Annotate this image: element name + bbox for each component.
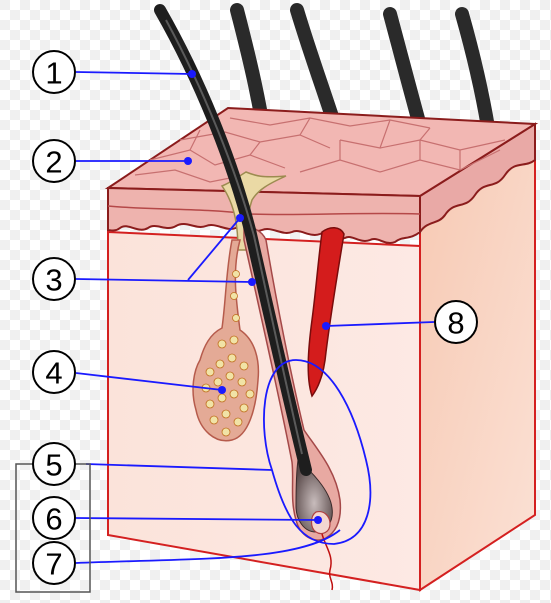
- callout-4-label: 4: [45, 356, 62, 391]
- callout-2: 2: [33, 140, 75, 182]
- callout-6-label: 6: [45, 502, 62, 537]
- callout-4: 4: [33, 351, 75, 393]
- callout-7: 7: [33, 542, 75, 584]
- callout-7-label: 7: [45, 547, 62, 582]
- callout-5: 5: [33, 443, 75, 485]
- callout-1: 1: [33, 51, 75, 93]
- callout-3: 3: [33, 258, 75, 300]
- callout-3-label: 3: [45, 263, 62, 298]
- callout-2-label: 2: [45, 145, 62, 180]
- callout-8: 8: [435, 301, 477, 343]
- callout-1-label: 1: [45, 56, 62, 91]
- callout-8-label: 8: [447, 306, 464, 341]
- callout-5-label: 5: [45, 448, 62, 483]
- callout-6: 6: [33, 497, 75, 539]
